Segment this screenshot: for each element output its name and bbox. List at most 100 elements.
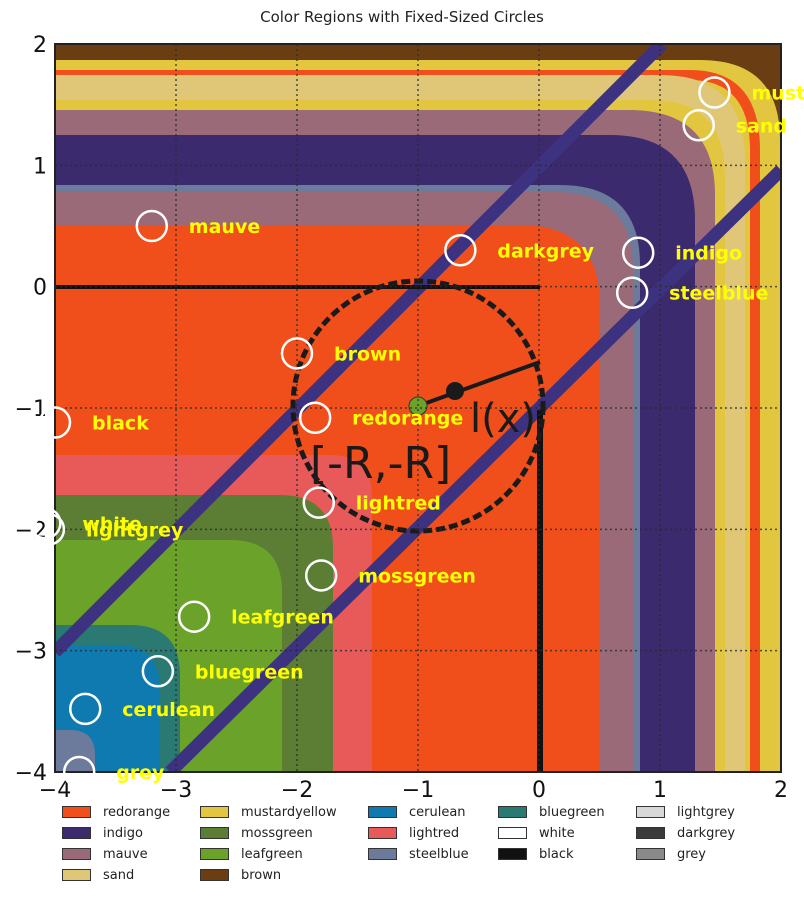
legend-label: white	[539, 825, 575, 841]
legend-item-cerulean: cerulean	[368, 803, 498, 821]
legend-label: grey	[677, 846, 707, 862]
legend-label: lightgrey	[677, 804, 735, 820]
legend-swatch	[62, 848, 91, 860]
circle-layer: mustardyellowsandmauvedarkgreyindigostee…	[29, 76, 804, 789]
circle-marker	[298, 401, 332, 434]
circle-marker	[621, 236, 655, 269]
legend-item-bluegreen: bluegreen	[498, 803, 636, 821]
y-tick-label: −3	[15, 640, 47, 665]
circle-label: sand	[736, 115, 787, 137]
legend-swatch	[636, 827, 665, 839]
legend-label: mauve	[103, 846, 148, 862]
legend-label: lightred	[409, 825, 460, 841]
legend-label: brown	[241, 867, 282, 883]
legend-swatch	[200, 827, 229, 839]
legend-item-lightgrey: lightgrey	[636, 803, 766, 821]
legend-label: mossgreen	[241, 825, 313, 841]
circle-marker	[615, 276, 649, 309]
circle-marker	[141, 655, 175, 688]
grid	[55, 44, 781, 772]
circle-point-black: black	[38, 406, 149, 439]
circle-marker	[444, 234, 477, 267]
x-tick-label: −3	[160, 778, 192, 800]
legend-swatch	[636, 848, 665, 860]
legend-swatch	[200, 806, 229, 818]
legend-swatch	[636, 806, 665, 818]
circle-marker	[302, 486, 336, 519]
y-tick-label: 2	[33, 33, 47, 58]
x-tick-label: −2	[281, 778, 313, 800]
circle-point-grey: grey	[62, 755, 165, 789]
circle-marker	[304, 559, 338, 592]
radius-line	[417, 360, 541, 408]
circle-point-mustardyellow: mustardyellow	[698, 76, 804, 109]
circle-label: black	[92, 413, 149, 435]
circle-label: indigo	[675, 243, 742, 265]
circle-point-cerulean: cerulean	[69, 692, 215, 726]
circle-label: mossgreen	[358, 565, 476, 587]
legend-label: steelblue	[409, 846, 469, 862]
x-tick-label: −1	[402, 778, 434, 800]
legend-label: cerulean	[409, 804, 466, 820]
legend-label: bluegreen	[539, 804, 605, 820]
legend: redorange mustardyellow cerulean bluegreen l…	[62, 803, 782, 884]
rr-label: [-R,-R]	[310, 438, 451, 489]
circle-point-mossgreen: mossgreen	[304, 559, 476, 592]
circle-point-sand: sand	[682, 109, 787, 142]
legend-item-mossgreen: mossgreen	[200, 824, 368, 842]
circle-marker	[29, 507, 62, 540]
legend-item-indigo: indigo	[62, 824, 200, 842]
circle-point-redorange: redorange	[298, 401, 463, 434]
legend-swatch	[368, 848, 397, 860]
legend-label: black	[539, 846, 574, 862]
legend-label: sand	[103, 867, 135, 883]
circle-point-white: white	[29, 507, 142, 540]
circle-label: leafgreen	[231, 607, 334, 629]
legend-item-grey: grey	[636, 845, 766, 863]
y-tick-label: 1	[33, 154, 47, 179]
circle-label: lightred	[356, 493, 441, 515]
circle-marker	[280, 337, 314, 370]
circle-point-lightred: lightred	[302, 486, 441, 519]
legend-swatch	[498, 848, 527, 860]
circle-marker	[135, 209, 169, 243]
circle-point-lightgrey: lightgrey	[32, 513, 184, 546]
legend-swatch	[62, 869, 91, 881]
y-tick-label: 0	[33, 276, 47, 301]
legend-label: leafgreen	[241, 846, 303, 862]
circle-point-indigo: indigo	[621, 236, 742, 269]
circle-label: white	[82, 513, 142, 535]
legend-label: mustardyellow	[241, 804, 337, 820]
y-tick-label: −1	[15, 397, 47, 422]
circle-label: steelblue	[669, 283, 768, 305]
circle-label: cerulean	[122, 699, 215, 721]
legend-swatch	[62, 827, 91, 839]
legend-item-leafgreen: leafgreen	[200, 845, 368, 863]
y-tick-label: −4	[15, 761, 47, 786]
legend-item-darkgrey: darkgrey	[636, 824, 766, 842]
circle-label: grey	[116, 762, 165, 784]
circle-marker	[38, 406, 72, 439]
diagonal-band-lower	[165, 165, 781, 772]
circle-point-brown: brown	[280, 337, 401, 370]
legend-item-white: white	[498, 824, 636, 842]
x-tick-label: 1	[653, 778, 667, 800]
circle-label: bluegreen	[195, 661, 304, 683]
x-tick-label: 2	[774, 778, 788, 800]
radius-dot	[446, 382, 464, 400]
circle-point-bluegreen: bluegreen	[141, 655, 304, 688]
legend-item-redorange: redorange	[62, 803, 200, 821]
circle-point-mauve: mauve	[135, 209, 260, 243]
legend-label: redorange	[103, 804, 171, 820]
legend-swatch	[62, 806, 91, 818]
x-tick-label: 0	[532, 778, 546, 800]
circle-point-steelblue: steelblue	[615, 276, 768, 309]
legend-item-mauve: mauve	[62, 845, 200, 863]
legend-swatch	[498, 806, 527, 818]
circle-label: brown	[334, 343, 401, 365]
legend-label: darkgrey	[677, 825, 736, 841]
legend-item-brown: brown	[200, 866, 368, 884]
chart-title: Color Regions with Fixed-Sized Circles	[260, 8, 544, 26]
circle-label: mauve	[189, 216, 260, 238]
